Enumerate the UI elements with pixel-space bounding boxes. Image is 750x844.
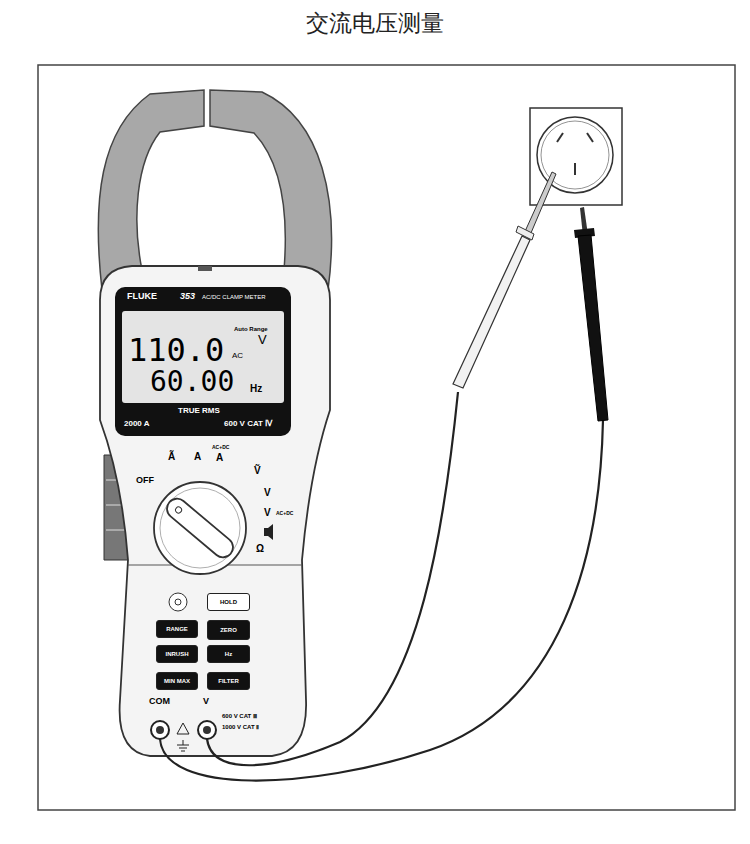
meter-label: AC/DC CLAMP METER xyxy=(202,294,266,300)
meter-label: 1000 V CAT Ⅱ xyxy=(222,724,259,730)
meter-button: Hz xyxy=(207,645,250,663)
meter-label: 353 xyxy=(180,292,195,301)
meter-label: 60.00 xyxy=(150,368,234,396)
meter-label: A xyxy=(194,452,201,462)
meter-label: AC xyxy=(232,352,243,360)
meter-label: Ṽ xyxy=(254,466,261,476)
meter-label: TRUE RMS xyxy=(178,407,220,415)
meter-label: V xyxy=(264,488,271,498)
meter-label: A xyxy=(216,453,223,463)
meter-label: V xyxy=(264,508,271,518)
meter-label: 110.0 xyxy=(128,334,224,366)
meter-label: AC+DC xyxy=(212,445,229,450)
meter-label: Ω xyxy=(256,544,264,554)
meter-label: Auto Range xyxy=(234,326,268,332)
meter-label: 2000 A xyxy=(124,420,150,428)
button-text: RANGE xyxy=(166,626,188,632)
meter-label: V xyxy=(258,333,267,346)
button-text: Hz xyxy=(225,651,232,657)
meter-label: Ã xyxy=(168,452,175,462)
meter-label: 600 V CAT Ⅳ xyxy=(224,420,272,428)
meter-label: AC+DC xyxy=(276,511,293,516)
meter-label: OFF xyxy=(136,476,154,485)
button-text: ZERO xyxy=(220,627,237,633)
meter-button: HOLD xyxy=(207,593,250,611)
meter-button: RANGE xyxy=(156,620,198,638)
meter-label: 600 V CAT Ⅲ xyxy=(222,713,257,719)
meter-label: V xyxy=(203,697,209,706)
meter-button: MIN MAX xyxy=(156,672,198,690)
meter-label: FLUKE xyxy=(127,292,157,301)
button-text: HOLD xyxy=(220,599,237,605)
button-text: INRUSH xyxy=(165,651,188,657)
button-text: FILTER xyxy=(218,678,239,684)
meter-label: COM xyxy=(149,697,170,706)
meter-button: FILTER xyxy=(207,672,250,690)
meter-button: INRUSH xyxy=(156,645,198,663)
meter-button: ZERO xyxy=(207,620,250,640)
button-text: MIN MAX xyxy=(164,678,190,684)
page-title: 交流电压测量 xyxy=(0,8,750,39)
meter-label: Hz xyxy=(250,384,262,394)
